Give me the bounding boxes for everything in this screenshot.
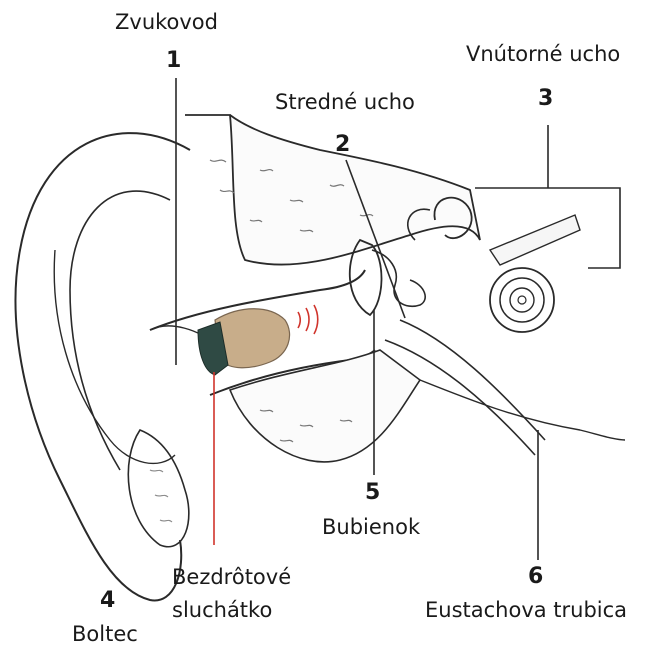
- wireless-earpiece: [198, 309, 290, 375]
- number-4: 4: [100, 590, 115, 612]
- cochlea-inner: [510, 288, 534, 312]
- auditory-nerve: [490, 215, 580, 265]
- label-ear-canal: Zvukovod: [115, 10, 218, 35]
- sound-wave-3: [314, 305, 318, 334]
- label-eardrum: Bubienok: [322, 515, 420, 540]
- auricle-inner-fold: [70, 191, 170, 470]
- cochlea-core: [518, 296, 526, 304]
- temporal-bone-lower: [230, 350, 420, 462]
- label-lobe: Boltec: [72, 622, 138, 647]
- number-6: 6: [528, 566, 543, 588]
- number-1: 1: [166, 50, 181, 72]
- label-inner-ear: Vnútorné ucho: [466, 42, 620, 67]
- number-5: 5: [365, 482, 380, 504]
- label-wireless-earpiece-line2: sluchátko: [172, 598, 272, 623]
- label-middle-ear: Stredné ucho: [275, 90, 415, 115]
- lobe-texture: [150, 470, 172, 522]
- label-eustachian-tube: Eustachova trubica: [425, 598, 627, 623]
- temporal-bone-upper: [185, 115, 480, 265]
- label-wireless-earpiece-line1: Bezdrôtové: [172, 565, 291, 590]
- sound-wave-2: [306, 308, 309, 331]
- sound-wave-1: [298, 312, 300, 328]
- number-2: 2: [335, 134, 350, 156]
- cochlea-mid: [500, 278, 544, 322]
- lobe-shape: [128, 430, 189, 547]
- jaw-outline: [420, 380, 625, 440]
- helix-fold: [54, 250, 175, 463]
- number-3: 3: [538, 88, 553, 110]
